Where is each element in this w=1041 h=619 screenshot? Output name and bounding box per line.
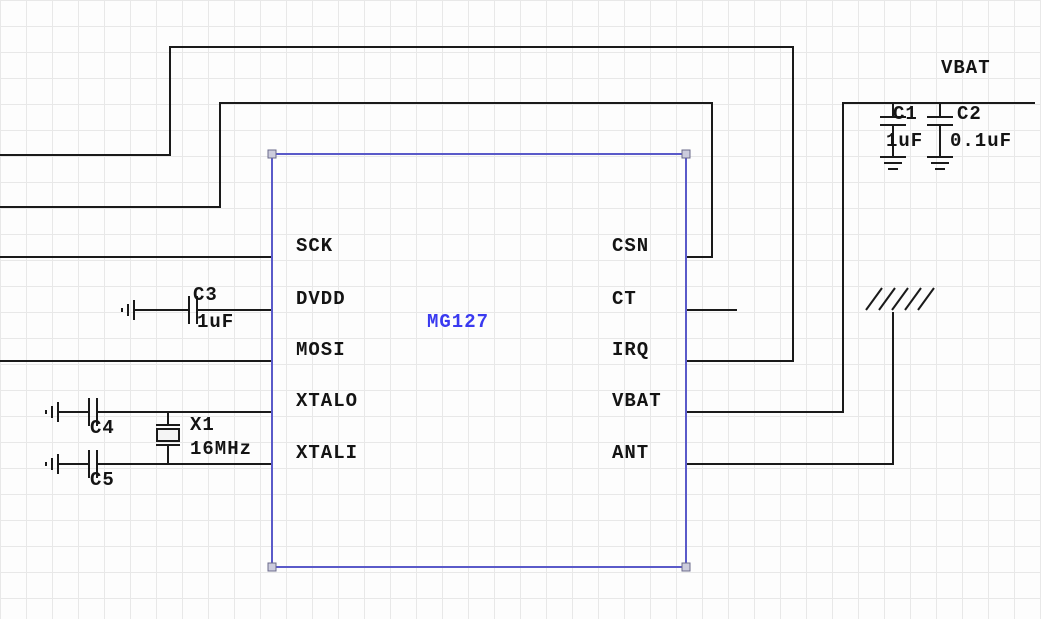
capacitor-c5-symbol [58,450,272,478]
c5-ref-label: C5 [90,469,115,491]
pin-label-ant: ANT [612,442,650,464]
ground-symbol-c2 [927,156,953,170]
capacitor-c1-symbol [880,103,906,157]
c4-ref-label: C4 [90,417,115,439]
pin-label-xtalo: XTALO [296,390,359,412]
corner-handle [681,149,691,159]
corner-handle [267,149,277,159]
capacitor-c3-symbol [134,296,272,324]
ground-symbol-c5 [45,454,59,474]
ground-symbol-c4 [45,402,59,422]
pin-label-ct: CT [612,288,637,310]
pin-label-sck: SCK [296,235,334,257]
capacitor-c2-symbol [927,103,953,157]
pin-label-xtali: XTALI [296,442,359,464]
pin-label-dvdd: DVDD [296,288,346,310]
pin-label-vbat: VBAT [612,390,662,412]
wire-net-csn [0,102,713,258]
vbat-net-label: VBAT [941,57,991,79]
crystal-x1-symbol [156,412,180,464]
ic-body [267,149,691,572]
c2-ref-label: C2 [957,103,982,125]
capacitor-c4-symbol [58,398,272,426]
wire-net-ant [686,312,894,465]
corner-handle [681,562,691,572]
antenna-hatch-symbol [865,287,935,311]
ground-symbol-c3 [121,300,135,320]
c2-value-label: 0.1uF [950,130,1013,152]
ic-name-label: MG127 [427,311,490,333]
c1-ref-label: C1 [893,103,918,125]
x1-ref-label: X1 [190,414,215,436]
pin-label-mosi: MOSI [296,339,346,361]
wire-net-irq [0,46,794,362]
pin-label-irq: IRQ [612,339,650,361]
pin-label-csn: CSN [612,235,650,257]
c3-value-label: 1uF [197,311,235,333]
c1-value-label: 1uF [886,130,924,152]
ground-symbol-c1 [880,156,906,170]
corner-handle [267,562,277,572]
x1-value-label: 16MHz [190,438,253,460]
c3-ref-label: C3 [193,284,218,306]
